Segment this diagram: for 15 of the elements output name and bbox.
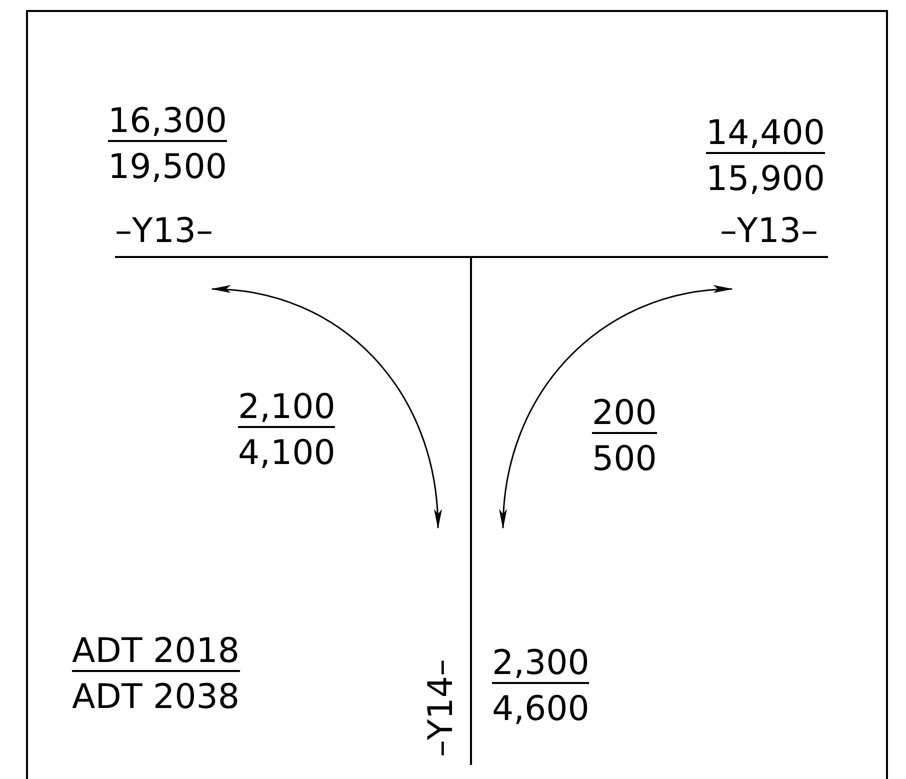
- traffic-volume: 200: [592, 394, 657, 434]
- traffic-volume: 4,100: [238, 434, 336, 472]
- road-name: –Y13–: [115, 212, 214, 250]
- traffic-volume: 4,600: [492, 690, 590, 728]
- traffic-volume: 2,100: [238, 388, 336, 428]
- traffic-volume: 2,300: [492, 644, 590, 684]
- road-name: –Y14–: [422, 658, 460, 758]
- legend-text: ADT 2018: [72, 632, 240, 672]
- traffic-volume: 16,300: [108, 102, 227, 142]
- road-name: –Y13–: [720, 212, 818, 250]
- traffic-volume: 15,900: [706, 160, 825, 198]
- traffic-volume: 19,500: [108, 148, 227, 186]
- legend-text: ADT 2038: [72, 678, 240, 716]
- traffic-volume: 500: [592, 440, 657, 478]
- traffic-volume: 14,400: [706, 114, 825, 154]
